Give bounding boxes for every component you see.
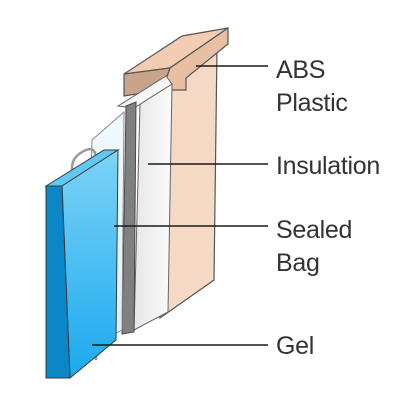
gel-side (61, 149, 119, 380)
sealed-bag-plate (121, 101, 137, 335)
abs-plastic-layer (123, 26, 229, 320)
insulation-panel (133, 83, 173, 331)
label-abs-plastic-line-2: Plastic (276, 89, 348, 117)
label-abs-plastic-line-1: ABS (276, 56, 326, 84)
label-sealed-bag: Sealed Bag (276, 214, 352, 280)
label-gel-line-1: Gel (276, 332, 315, 360)
sealed-bag-layer (121, 101, 137, 335)
label-insulation: Insulation (276, 150, 380, 183)
label-gel: Gel (276, 330, 314, 363)
gel-layer (44, 149, 120, 380)
label-sealed-bag-line-2: Bag (276, 249, 320, 277)
label-abs-plastic: ABS Plastic (276, 54, 348, 120)
label-insulation-line-1: Insulation (276, 152, 381, 180)
label-sealed-bag-line-1: Sealed (276, 216, 353, 244)
gel-front (45, 185, 71, 379)
leader-lines (92, 65, 268, 346)
